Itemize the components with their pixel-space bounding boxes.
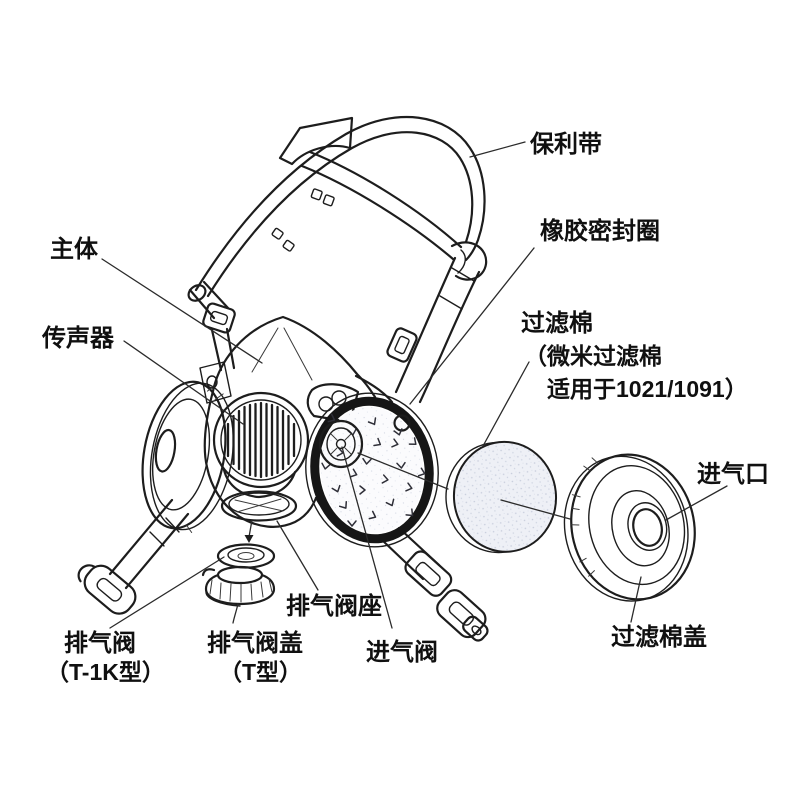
leader-voice-transmitter	[123, 340, 244, 425]
strap-tab-right	[462, 615, 489, 642]
label-head-strap: 保利带	[529, 131, 602, 158]
seal-ring-interior	[318, 413, 426, 527]
label-exhaust-valve-cover-line2: （T型）	[219, 659, 302, 685]
leader-filter-cotton-cover	[630, 576, 642, 623]
filter-texture-chevrons	[321, 413, 426, 527]
exhaust-valve-drawing	[216, 543, 276, 569]
intake-valve-drawing	[318, 419, 364, 469]
label-exhaust-valve-seat: 排气阀座	[286, 592, 382, 620]
strap-buckle-right	[436, 589, 487, 639]
leader-rubber-seal-ring	[409, 247, 535, 405]
label-rubber-seal-ring: 橡胶密封圈	[540, 217, 660, 245]
leader-exhaust-valve	[109, 556, 225, 629]
leader-lines	[101, 141, 728, 629]
labels: 保利带 橡胶密封圈 过滤棉 （微米过滤棉 适用于1021/1091） 进气口 过…	[41, 131, 769, 685]
left-filter-cover-drawing	[141, 380, 235, 534]
leader-exhaust-valve-seat	[276, 520, 319, 591]
strap-buckle-left	[77, 564, 137, 615]
leader-exhaust-valve-cover	[232, 603, 239, 624]
label-air-inlet: 进气口	[697, 460, 769, 488]
seal-ring-drawing	[305, 392, 439, 548]
label-exhaust-valve-cover-line1: 排气阀盖	[207, 629, 303, 657]
label-exhaust-valve-line1: 排气阀	[64, 629, 136, 657]
label-filter-cotton-line1: 过滤棉	[521, 310, 593, 337]
label-filter-cotton-line2: （微米过滤棉	[524, 343, 662, 369]
assembly-arrow	[244, 519, 254, 543]
filter-cotton-drawing	[445, 440, 558, 554]
leader-air-inlet	[665, 485, 728, 521]
strap-sleeve-right	[404, 550, 453, 597]
lower-right-strap-drawing	[380, 526, 489, 642]
label-intake-valve: 进气阀	[366, 638, 438, 666]
strap-slider-right	[386, 327, 418, 363]
filter-cover-drawing	[563, 453, 696, 602]
leader-main-body	[101, 258, 263, 364]
label-main-body: 主体	[50, 236, 99, 263]
exhaust-valve-seat-drawing	[220, 490, 298, 522]
leader-intake-valve	[341, 446, 393, 629]
label-exhaust-valve-line2: （T-1K型）	[46, 659, 165, 685]
leader-head-strap	[469, 141, 526, 158]
strap-slider-left	[202, 302, 236, 334]
lower-left-strap-drawing	[77, 498, 190, 615]
label-filter-cotton-cover: 过滤棉盖	[611, 623, 707, 651]
label-voice-transmitter: 传声器	[41, 324, 115, 352]
head-harness-drawing	[187, 115, 488, 302]
diaphragm-ribs	[226, 401, 296, 479]
voice-diaphragm-drawing	[212, 391, 310, 489]
assembly-axis-lines	[357, 452, 571, 520]
label-filter-cotton-line3: 适用于1021/1091）	[547, 376, 748, 402]
leader-filter-cotton	[482, 361, 530, 447]
upper-right-strap-drawing	[386, 256, 481, 404]
harness-slot-icons	[271, 188, 335, 252]
exhaust-valve-cover-drawing	[201, 565, 276, 607]
